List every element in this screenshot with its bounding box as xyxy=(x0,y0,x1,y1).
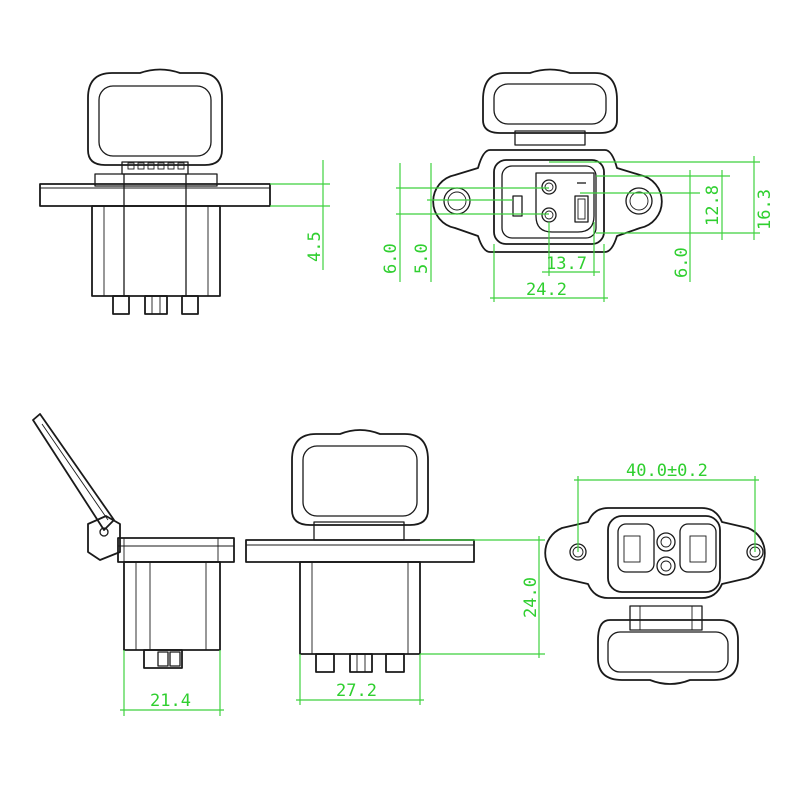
view-rear-face xyxy=(544,507,766,685)
dim-label-4-5: 4.5 xyxy=(305,231,325,262)
dim-span-40-0: 40.0±0.2 xyxy=(574,461,759,552)
dim-label-5-0: 5.0 xyxy=(412,243,432,274)
view-front-face xyxy=(432,68,663,253)
dim-label-12-8: 12.8 xyxy=(703,185,723,226)
view-rear xyxy=(245,429,475,673)
view-side-lid-open xyxy=(32,413,235,669)
dim-label-21-4: 21.4 xyxy=(150,691,191,711)
dim-label-27-2: 27.2 xyxy=(336,681,377,701)
dim-group-front-face: 6.0 5.0 13.7 24.2 6.0 12.8 16.3 xyxy=(381,156,775,302)
dim-height-4-5: 4.5 xyxy=(270,160,330,270)
dim-label-13-7: 13.7 xyxy=(546,254,587,274)
dim-group-rear: 27.2 24.0 xyxy=(296,536,545,705)
dim-label-16-3: 16.3 xyxy=(755,189,775,230)
view-front-open-lid xyxy=(39,68,271,315)
dim-label-24-0: 24.0 xyxy=(521,577,541,618)
dim-label-24-2: 24.2 xyxy=(526,280,567,300)
dim-label-40-0: 40.0±0.2 xyxy=(626,461,708,481)
dim-width-21-4: 21.4 xyxy=(120,650,224,716)
dim-label-6-0-right: 6.0 xyxy=(672,247,692,278)
dim-label-6-0-left: 6.0 xyxy=(381,243,401,274)
